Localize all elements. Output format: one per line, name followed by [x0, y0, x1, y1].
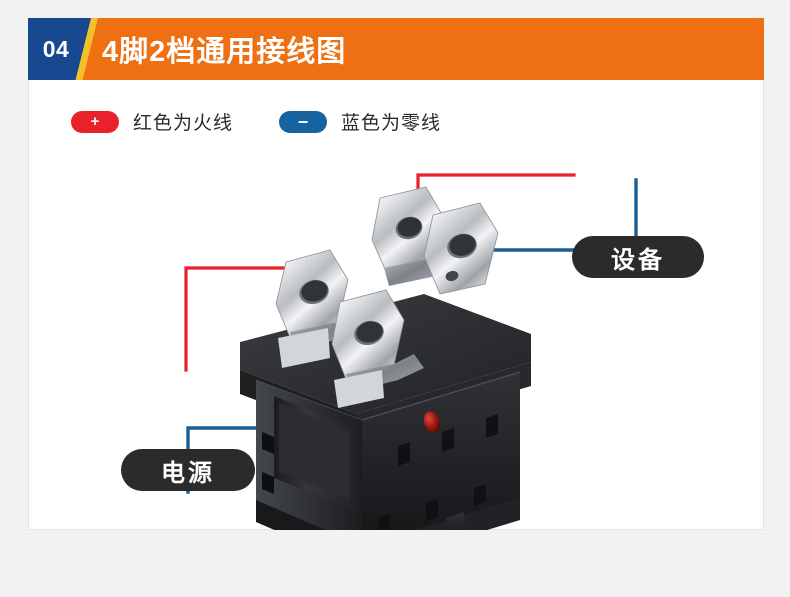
legend-item-live: + 红色为火线 [71, 108, 233, 135]
minus-sign-icon: − [279, 110, 328, 133]
callout-power: 电源 [121, 449, 255, 491]
indicator-led [423, 411, 441, 433]
bottom-pin [446, 512, 466, 530]
page-title: 4脚2档通用接线图 [102, 36, 347, 68]
red-wire-power-to-front-left-terminal [184, 266, 324, 372]
switch-side-clips [262, 432, 274, 494]
red-wire-device-to-rear-left-terminal [416, 173, 576, 206]
callout-device: 设备 [572, 236, 704, 278]
legend: + 红色为火线 − 蓝色为零线 [71, 108, 487, 135]
terminal-rear-right [423, 202, 499, 295]
section-number: 04 [42, 35, 70, 62]
legend-item-neutral: − 蓝色为零线 [279, 108, 441, 135]
terminal-front-right [331, 289, 424, 408]
legend-label-neutral: 蓝色为零线 [341, 113, 442, 134]
plus-sign-icon: + [71, 110, 119, 133]
legend-label-live: 红色为火线 [133, 113, 234, 134]
terminal-front-left [275, 249, 368, 368]
wiring-diagram: 设备 电源 [28, 80, 764, 530]
switch-detents [378, 414, 498, 530]
section-header: 04 4脚2档通用接线图 [28, 18, 764, 80]
diagram-canvas [184, 173, 638, 530]
